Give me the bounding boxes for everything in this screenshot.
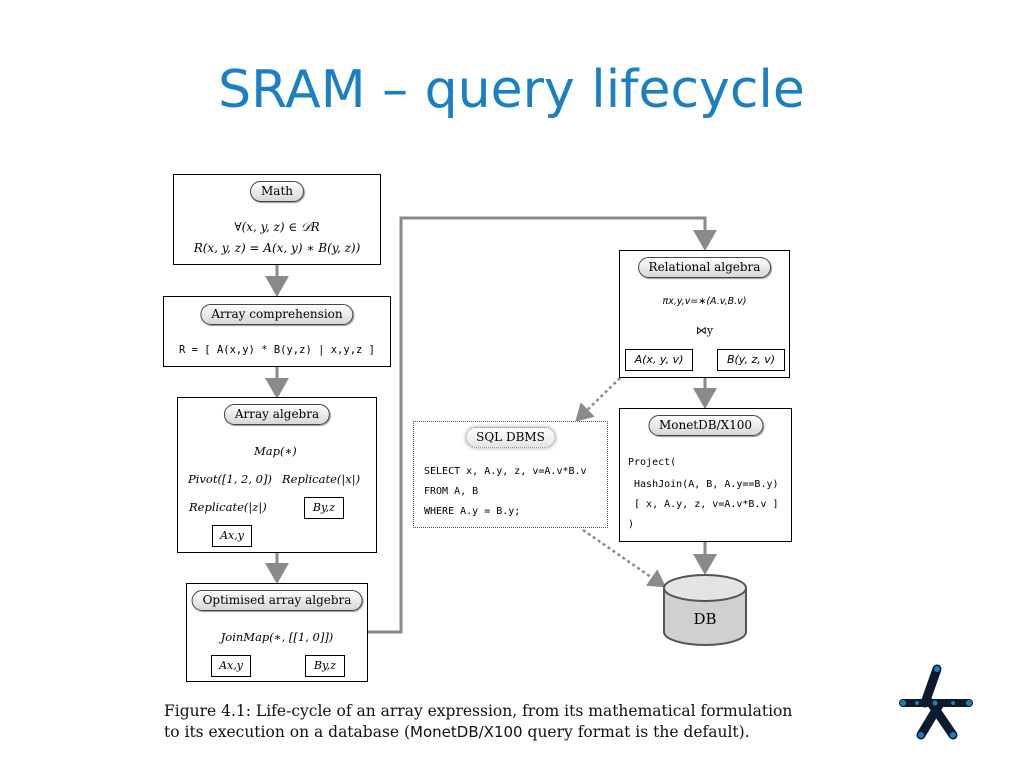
replicate-x-node: Replicate(|x|) [282, 472, 361, 486]
caption-monet-name: MonetDB/X100 [410, 723, 523, 741]
opt-a-xy-leaf: Ax,y [211, 655, 251, 677]
comprehension-box: Array comprehension R = [ A(x,y) * B(y,z… [163, 296, 391, 367]
optimised-box: Optimised array algebra JoinMap(∗, [[1, … [186, 583, 368, 682]
monet-line-2: HashJoin(A, B, A.y==B.y) [628, 479, 779, 490]
math-label: Math [250, 181, 304, 202]
arrow-sql-to-db [582, 528, 667, 588]
slide-title: SRAM – query lifecycle [218, 60, 805, 120]
db-cylinder [663, 574, 747, 646]
figure-caption: Figure 4.1: Life-cycle of an array expre… [164, 701, 824, 743]
sql-line-3: WHERE A.y = B.y; [424, 506, 521, 517]
monet-line-3: [ x, A.y, z, v=A.v*B.v ] [628, 499, 779, 510]
projection-node: πx,y,v=∗(A.v,B.v) [662, 296, 747, 307]
relational-box: Relational algebra πx,y,v=∗(A.v,B.v) ⋈y … [619, 250, 790, 378]
array-algebra-label: Array algebra [223, 404, 331, 425]
caption-line-1: Figure 4.1: Life-cycle of an array expre… [164, 702, 793, 720]
sql-line-1: SELECT x, A.y, z, v=A.v*B.v [424, 466, 587, 477]
join-node: ⋈y [695, 324, 714, 337]
joinmap-node: JoinMap(∗, [[1, 0]]) [220, 630, 334, 644]
b-yz-leaf: By,z [304, 497, 344, 519]
math-domain: ∀(x, y, z) ∈ 𝒟R [234, 220, 320, 234]
logo-icon [899, 664, 973, 740]
math-box: Math ∀(x, y, z) ∈ 𝒟R R(x, y, z) = A(x, y… [173, 174, 381, 265]
replicate-z-node: Replicate(|z|) [189, 500, 267, 514]
monet-box: MonetDB/X100 Project( HashJoin(A, B, A.y… [619, 408, 792, 542]
sql-label: SQL DBMS [465, 427, 556, 448]
sql-line-2: FROM A, B [424, 486, 479, 497]
relational-label: Relational algebra [637, 257, 772, 278]
comprehension-label: Array comprehension [200, 304, 354, 325]
map-node: Map(∗) [254, 444, 297, 458]
pivot-node: Pivot([1, 2, 0]) [188, 472, 272, 486]
sql-box: SQL DBMS SELECT x, A.y, z, v=A.v*B.v FRO… [413, 421, 608, 528]
array-algebra-box: Array algebra Map(∗) Pivot([1, 2, 0]) Re… [177, 397, 377, 553]
monet-label: MonetDB/X100 [647, 415, 764, 436]
db-label: DB [693, 610, 717, 628]
arrow-optimised-to-relational [368, 216, 717, 634]
math-formula: R(x, y, z) = A(x, y) ∗ B(y, z)) [193, 241, 361, 255]
comprehension-code: R = [ A(x,y) * B(y,z) | x,y,z ] [179, 344, 375, 356]
monet-line-4: ) [628, 519, 635, 530]
relation-b-leaf: B(y, z, v) [717, 349, 785, 371]
optimised-label: Optimised array algebra [191, 590, 363, 611]
monet-line-1: Project( [628, 457, 677, 468]
relation-a-leaf: A(x, y, v) [625, 349, 693, 371]
a-xy-leaf: Ax,y [212, 525, 252, 547]
arrow-relational-to-sql [575, 377, 621, 422]
caption-line-2: to its execution on a database (MonetDB/… [164, 723, 750, 741]
opt-b-yz-leaf: By,z [305, 655, 345, 677]
